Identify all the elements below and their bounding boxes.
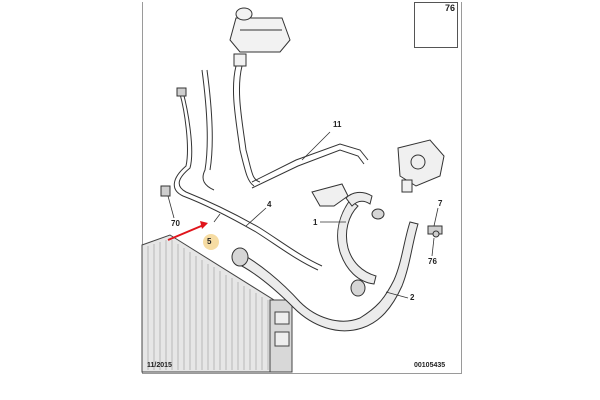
thermostat-housing: [397, 139, 445, 193]
callout-76: 76: [428, 257, 437, 266]
callout-5: 5: [207, 237, 212, 246]
vent-hoses: [173, 65, 369, 271]
reference-number: 00105435: [414, 362, 446, 369]
callout-4: 4: [267, 200, 272, 209]
hose-clips: [160, 87, 443, 238]
callout-highlight: [203, 234, 219, 250]
callout-2: 2: [410, 293, 415, 302]
inset-box: 76: [414, 2, 458, 48]
indicator-arrow: [167, 221, 208, 241]
coolant-hoses: [231, 191, 419, 332]
expansion-tank: [229, 7, 291, 67]
radiator: [141, 234, 293, 373]
date-code: 11/2015: [147, 362, 172, 369]
callout-70: 70: [171, 219, 180, 228]
callout-11: 11: [333, 120, 342, 129]
callout-1: 1: [313, 218, 318, 227]
callout-7: 7: [438, 199, 443, 208]
bracket: [311, 183, 349, 207]
inset-part-number: 76: [444, 3, 455, 13]
leader-lines: [167, 131, 439, 299]
